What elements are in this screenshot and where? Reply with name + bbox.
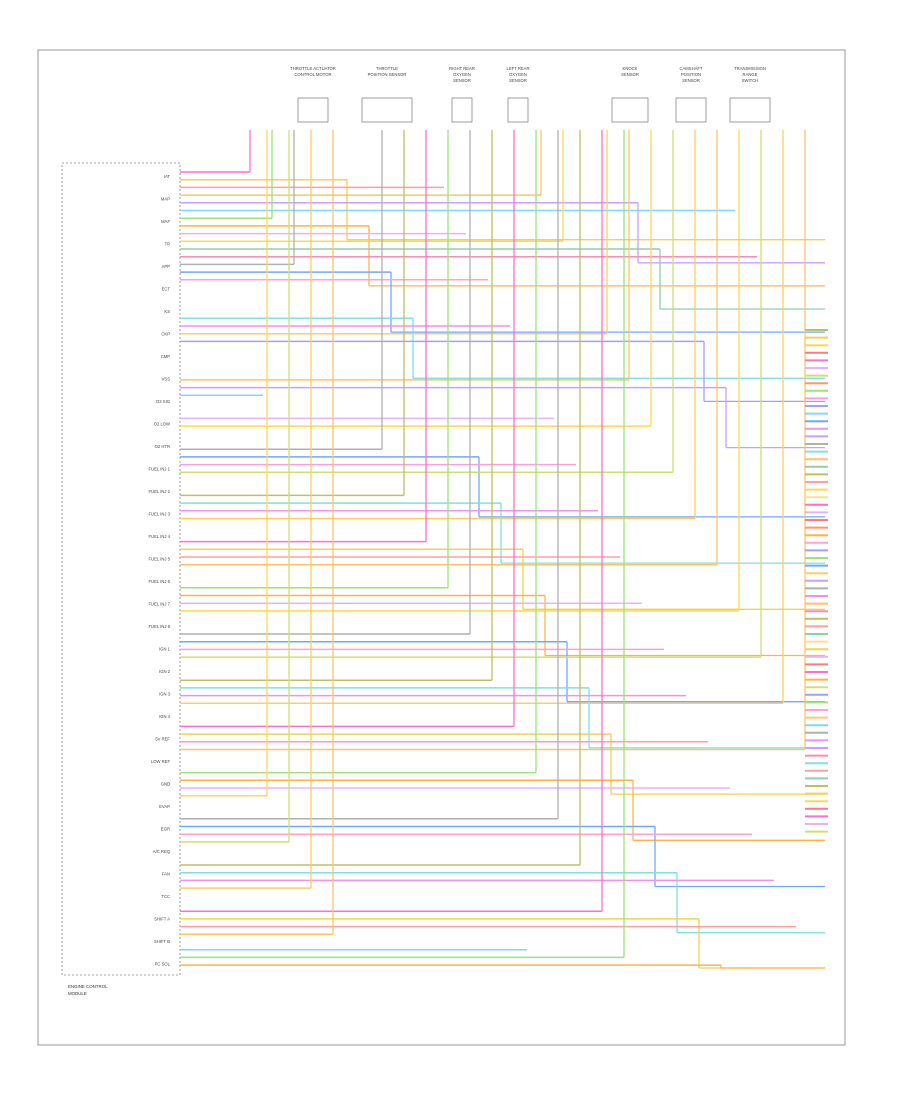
module-pin-label: ECT [162,287,171,292]
module-pin-label: FUEL INJ 8 [149,624,171,629]
module-pin-label: PC SOL [155,962,171,967]
component-label: SWITCH [742,78,759,83]
module-caption-2: MODULE [68,991,87,996]
module-pin-label: FUEL INJ 7 [149,602,171,607]
component-label: RANGE [743,72,758,77]
wire-layer [180,130,825,969]
module-pin-label: CMP [161,354,171,359]
component-label: KNOCK [623,66,638,71]
module-pin-label: CKP [161,332,170,337]
module-pin-label: O2 LOW [154,422,170,427]
component-label: SENSOR [621,72,639,77]
module-pin-label: FUEL INJ 4 [149,534,171,539]
component-label: THROTTLE ACTUATOR [290,66,336,71]
connector-box [729,97,771,123]
module-pin-label: FUEL INJ 1 [149,467,171,472]
module-pin-label: IGN 1 [159,647,171,652]
module-pin-label: O2 HTR [155,444,170,449]
component-label: RIGHT REAR [449,66,475,71]
diagram-frame [37,49,846,1046]
component-label: SENSOR [682,78,700,83]
component-label: CAMSHAFT [679,66,702,71]
component-label: OXYGEN [509,72,527,77]
module-pin-label: EGR [161,827,170,832]
module-pin-label: FUEL INJ 5 [149,557,171,562]
module-pin-label: A/C REQ [153,849,171,854]
module-pin-label: IGN 2 [159,669,171,674]
right-connector-layer [805,329,828,833]
module-pin-label: MAP [161,197,170,202]
module-pin-label: SHIFT B [154,939,170,944]
component-label: THROTTLE [376,66,398,71]
module-pin-label: KS [164,309,170,314]
module-pin-label: 5V REF [155,737,170,742]
connector-box [361,97,413,123]
module-box [61,162,181,976]
pin-label-layer: IAT MAP MAF TP APP ECT KS CKP CMP VSS O2 SIG O2 LOW… [149,174,171,967]
connector-box [611,97,649,123]
component-label: LEFT REAR [507,66,530,71]
module-pin-label: TCC [161,894,170,899]
module-pin-label: EVAP [159,804,170,809]
component-label: POSITION SENSOR [368,72,407,77]
module-pin-label: O2 SIG [156,399,170,404]
module-pin-label: APP [162,264,171,269]
module-pin-label: FUEL INJ 3 [149,512,171,517]
component-label: POSITION [681,72,701,77]
module-pin-label: MAF [161,219,170,224]
module-pin-label: FAN [162,872,170,877]
connector-box [675,97,707,123]
module-caption-1: ENGINE CONTROL [68,984,108,989]
connector-box [297,97,329,123]
module-pin-label: LOW REF [151,759,171,764]
component-label: SENSOR [453,78,471,83]
component-label: CONTROL MOTOR [295,72,332,77]
component-label: SENSOR [509,78,527,83]
module-pin-label: GND [161,782,170,787]
module-pin-label: TP [165,242,171,247]
connector-box [451,97,473,123]
module-pin-label: IGN 3 [159,692,171,697]
component-label: OXYGEN [453,72,471,77]
component-label: TRANSMISSION [734,66,766,71]
module-pin-label: FUEL INJ 2 [149,489,171,494]
module-pin-label: VSS [162,377,171,382]
module-pin-label: IGN 4 [159,714,171,719]
connector-box [507,97,529,123]
module-pin-label: SHIFT A [154,917,170,922]
module-pin-label: IAT [164,174,171,179]
module-pin-label: FUEL INJ 6 [149,579,171,584]
